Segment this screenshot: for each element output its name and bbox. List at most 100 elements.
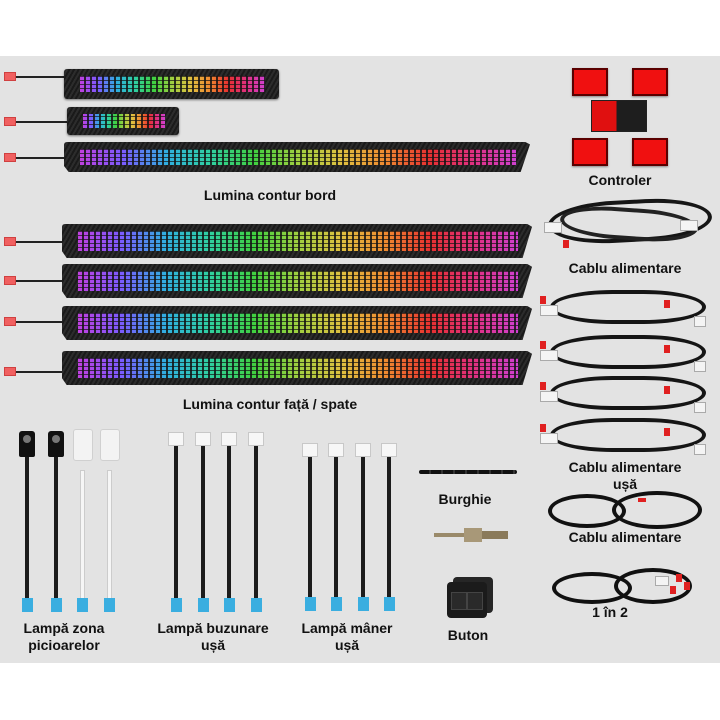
white-connector bbox=[680, 220, 698, 231]
connector-plug-icon bbox=[4, 276, 16, 285]
lamp-wire-white bbox=[107, 470, 112, 600]
dashboard-light-label: Lumina contur bord bbox=[203, 187, 337, 203]
footwell-lamp-label: Lampă zona picioarelor bbox=[14, 620, 114, 654]
led-bar bbox=[62, 306, 532, 340]
label-line-2: picioarelor bbox=[28, 637, 100, 653]
connector-plug-icon bbox=[4, 317, 16, 326]
lead-wire bbox=[16, 280, 64, 282]
lamp-wire bbox=[25, 457, 29, 599]
door-cable-harness bbox=[550, 335, 706, 369]
blue-connector bbox=[171, 598, 182, 612]
connector-plug-icon bbox=[4, 72, 16, 81]
door-pocket-lamp-label: Lampă buzunare ușă bbox=[150, 620, 276, 654]
button-label: Buton bbox=[447, 627, 489, 643]
lamp-head bbox=[302, 443, 318, 457]
blue-connector bbox=[384, 597, 395, 611]
lamp-wire bbox=[174, 446, 178, 598]
lead-wire bbox=[16, 241, 64, 243]
lamp-head bbox=[328, 443, 344, 457]
label-line-2: ușă bbox=[612, 476, 638, 492]
connector-plug-icon bbox=[4, 367, 16, 376]
lamp-head bbox=[355, 443, 371, 457]
red-connector bbox=[540, 296, 546, 304]
controller-module bbox=[632, 138, 668, 166]
lamp-head bbox=[168, 432, 184, 446]
blue-connector bbox=[198, 598, 209, 612]
lamp-wire bbox=[361, 457, 365, 597]
white-lamp-head bbox=[100, 429, 120, 461]
lead-wire bbox=[16, 371, 64, 373]
black-lamp-head bbox=[48, 431, 64, 457]
door-handle-lamp-label: Lampă mâner ușă bbox=[292, 620, 402, 654]
power-cable-2-label: Cablu alimentare bbox=[568, 529, 682, 545]
lead-wire bbox=[16, 157, 66, 159]
door-cable-harness bbox=[550, 290, 706, 324]
red-connector bbox=[664, 386, 670, 394]
lamp-head bbox=[381, 443, 397, 457]
blue-connector bbox=[104, 598, 115, 612]
lamp-wire bbox=[308, 457, 312, 597]
door-power-cable-label: Cablu alimentare ușă bbox=[555, 459, 695, 493]
led-bar bbox=[62, 351, 532, 385]
controller-module bbox=[572, 68, 608, 96]
power-cable-label: Cablu alimentare bbox=[568, 260, 682, 276]
lamp-wire-white bbox=[80, 470, 85, 600]
blue-connector bbox=[22, 598, 33, 612]
led-bar-long bbox=[64, 142, 530, 172]
cable-coil-icon bbox=[612, 491, 702, 529]
cable-coil-icon bbox=[614, 568, 692, 604]
led-bar bbox=[62, 264, 532, 298]
blue-connector bbox=[331, 597, 342, 611]
front-rear-light-label: Lumina contur față / spate bbox=[182, 396, 358, 412]
red-connector bbox=[540, 382, 546, 390]
blue-connector bbox=[358, 597, 369, 611]
blue-connector bbox=[251, 598, 262, 612]
white-connector bbox=[544, 222, 562, 233]
red-connector bbox=[664, 428, 670, 436]
lamp-head bbox=[195, 432, 211, 446]
white-connector bbox=[655, 576, 669, 586]
red-connector bbox=[540, 424, 546, 432]
led-bar bbox=[62, 224, 532, 258]
red-connector bbox=[540, 341, 546, 349]
lamp-head bbox=[221, 432, 237, 446]
switch-button-icon bbox=[447, 582, 487, 618]
connector-plug-icon bbox=[4, 237, 16, 246]
lead-wire bbox=[16, 76, 66, 78]
led-bar-short bbox=[64, 69, 279, 99]
connector-plug-icon bbox=[4, 117, 16, 126]
drill-bits-label: Burghie bbox=[438, 491, 492, 507]
led-bar-mini bbox=[67, 107, 179, 135]
lamp-wire bbox=[54, 457, 58, 599]
blue-connector bbox=[224, 598, 235, 612]
white-connector bbox=[540, 350, 558, 361]
red-connector bbox=[676, 574, 682, 582]
white-connector bbox=[540, 305, 558, 316]
lamp-wire bbox=[227, 446, 231, 598]
white-connector bbox=[694, 361, 706, 372]
white-connector bbox=[694, 316, 706, 327]
label-line-1: Lampă zona bbox=[23, 620, 105, 636]
door-cable-harness bbox=[550, 418, 706, 452]
red-connector bbox=[563, 240, 569, 248]
white-connector bbox=[540, 391, 558, 402]
lamp-wire bbox=[387, 457, 391, 597]
red-connector bbox=[670, 586, 676, 594]
controller-module bbox=[632, 68, 668, 96]
lamp-head bbox=[248, 432, 264, 446]
white-lamp-head bbox=[73, 429, 93, 461]
blue-connector bbox=[77, 598, 88, 612]
lamp-wire bbox=[201, 446, 205, 598]
door-cable-harness bbox=[550, 376, 706, 410]
white-connector bbox=[694, 402, 706, 413]
red-connector bbox=[684, 582, 690, 590]
lamp-wire bbox=[334, 457, 338, 597]
label-line-1: Cablu alimentare bbox=[568, 459, 682, 475]
drill-bit-icon bbox=[419, 470, 517, 474]
lead-wire bbox=[16, 121, 68, 123]
black-lamp-head bbox=[19, 431, 35, 457]
splitter-label: 1 în 2 bbox=[592, 604, 628, 620]
lamp-wire bbox=[254, 446, 258, 598]
label-line-1: Lampă buzunare bbox=[157, 620, 269, 636]
white-connector bbox=[540, 433, 558, 444]
